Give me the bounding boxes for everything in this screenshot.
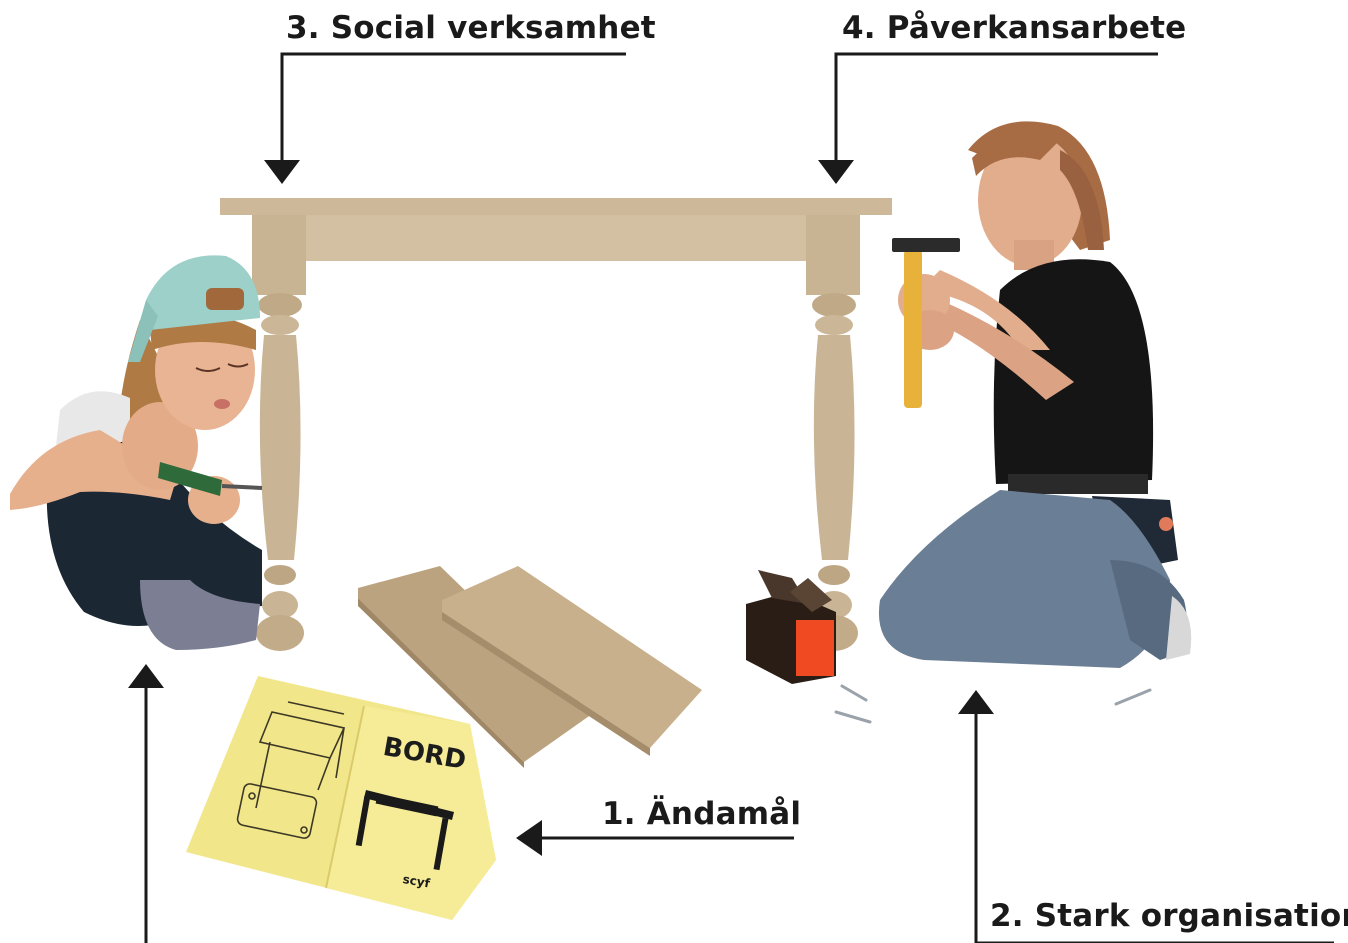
label-purpose: 1. Ändamål [602,796,801,832]
label-strong-organisation: 2. Stark organisation [990,898,1348,934]
nails [836,686,1150,722]
girl-figure [10,255,262,650]
boy-figure [879,121,1191,668]
arrow-social [282,54,626,162]
table-top [220,198,892,215]
hammer-head [892,238,960,252]
table-apron [300,215,810,261]
nail-box [746,570,836,684]
instruction-manual [186,676,496,920]
label-advocacy-work: 4. Påverkansarbete [842,10,1186,46]
label-social-activity: 3. Social verksamhet [286,10,656,46]
hammer-handle [904,250,922,408]
